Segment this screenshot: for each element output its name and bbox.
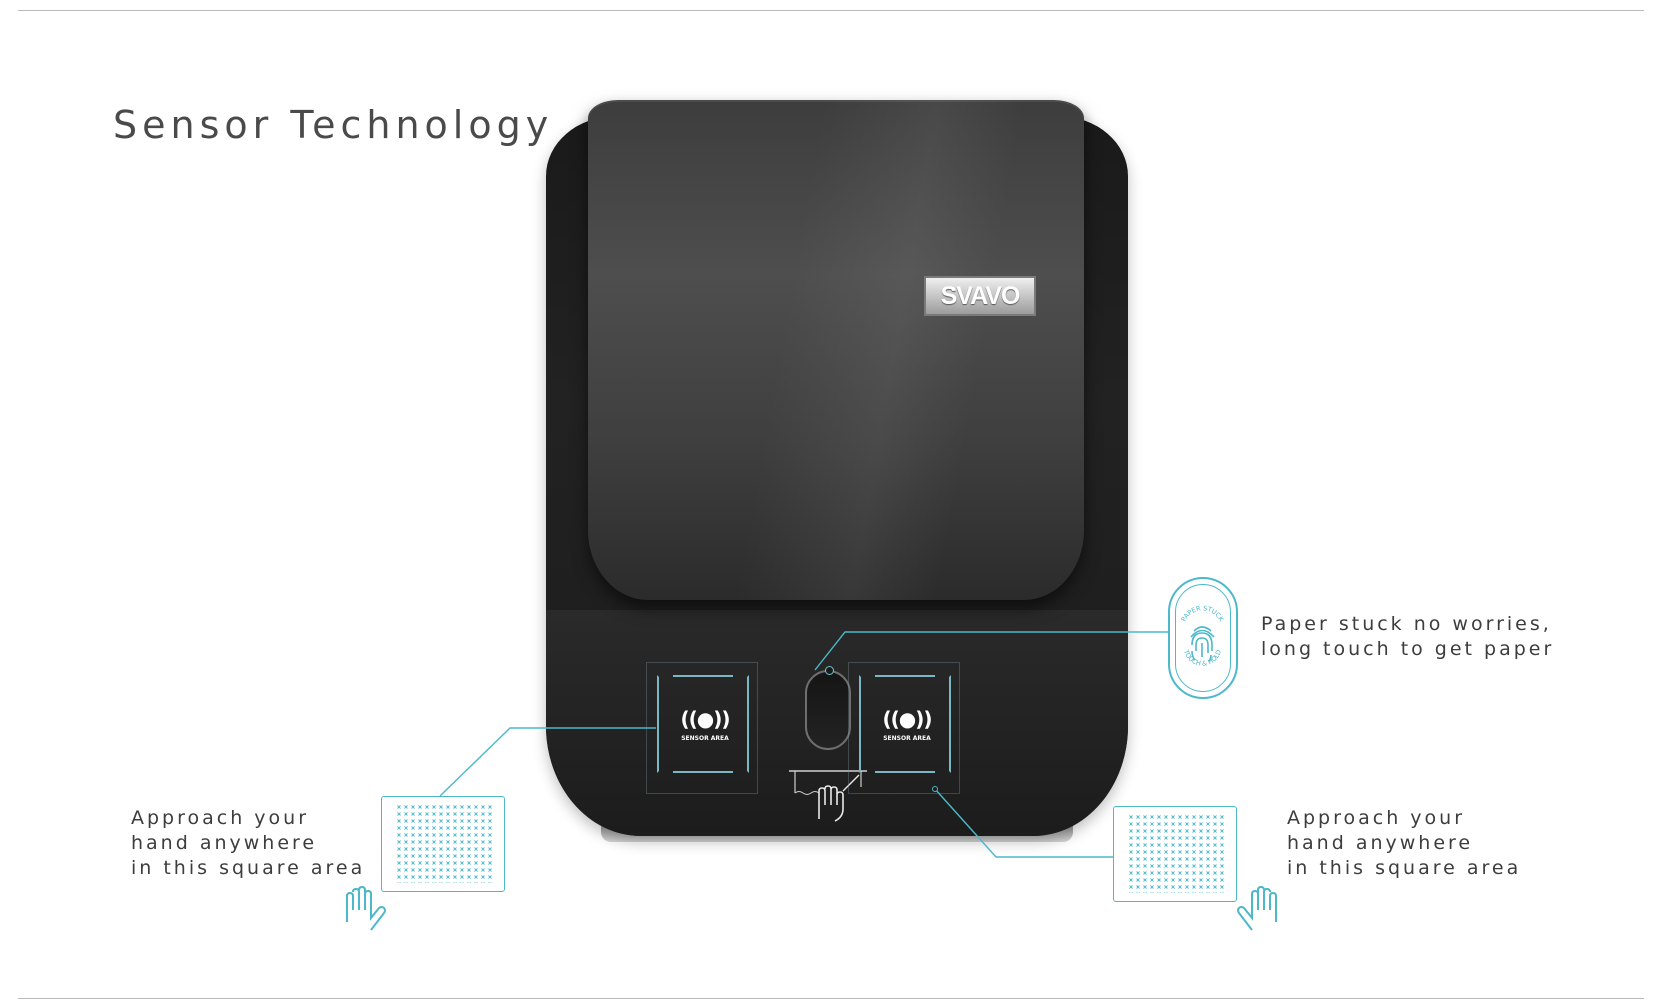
paper-towel-dispenser: SVAVO ((●)) SENSOR AREA ((●)) SENSOR ARE…: [546, 100, 1128, 845]
brand-logo: SVAVO: [924, 276, 1036, 316]
touch-hold-badge: PAPER STUCK TOUCH & HOLD: [1168, 577, 1238, 699]
hand-icon: [1237, 885, 1277, 931]
sensor-zone-grid-right: [1113, 806, 1237, 902]
bottom-divider: [18, 998, 1644, 999]
sensor-area-right: ((●)) SENSOR AREA: [848, 662, 960, 794]
touch-indicator-dot: [825, 666, 834, 675]
sensor-area-left: ((●)) SENSOR AREA: [646, 662, 758, 794]
sensor-zone-pattern: [394, 805, 493, 883]
caption-paper-stuck: Paper stuck no worries, long touch to ge…: [1261, 613, 1555, 660]
top-divider: [18, 10, 1644, 11]
touch-button: [805, 666, 851, 750]
wireless-signal-icon: ((●)): [680, 707, 730, 731]
wireless-signal-icon: ((●)): [882, 707, 932, 731]
paper-slot-hand-icon: [789, 770, 867, 822]
fingerprint-icon: PAPER STUCK TOUCH & HOLD: [1180, 604, 1226, 668]
caption-approach-left: Approach your hand anywhere in this squa…: [131, 807, 366, 879]
hand-icon: [346, 885, 386, 931]
caption-approach-right: Approach your hand anywhere in this squa…: [1287, 807, 1522, 879]
page-title: Sensor Technology: [113, 103, 554, 148]
badge-top-text: PAPER STUCK: [1180, 604, 1226, 623]
sensor-area-label: SENSOR AREA: [681, 735, 729, 742]
sensor-zone-grid-left: [381, 796, 505, 892]
sensor-zone-pattern: [1126, 815, 1225, 893]
dispenser-cover: [588, 100, 1084, 600]
brand-logo-text: SVAVO: [940, 281, 1021, 310]
sensor-area-label: SENSOR AREA: [883, 735, 931, 742]
